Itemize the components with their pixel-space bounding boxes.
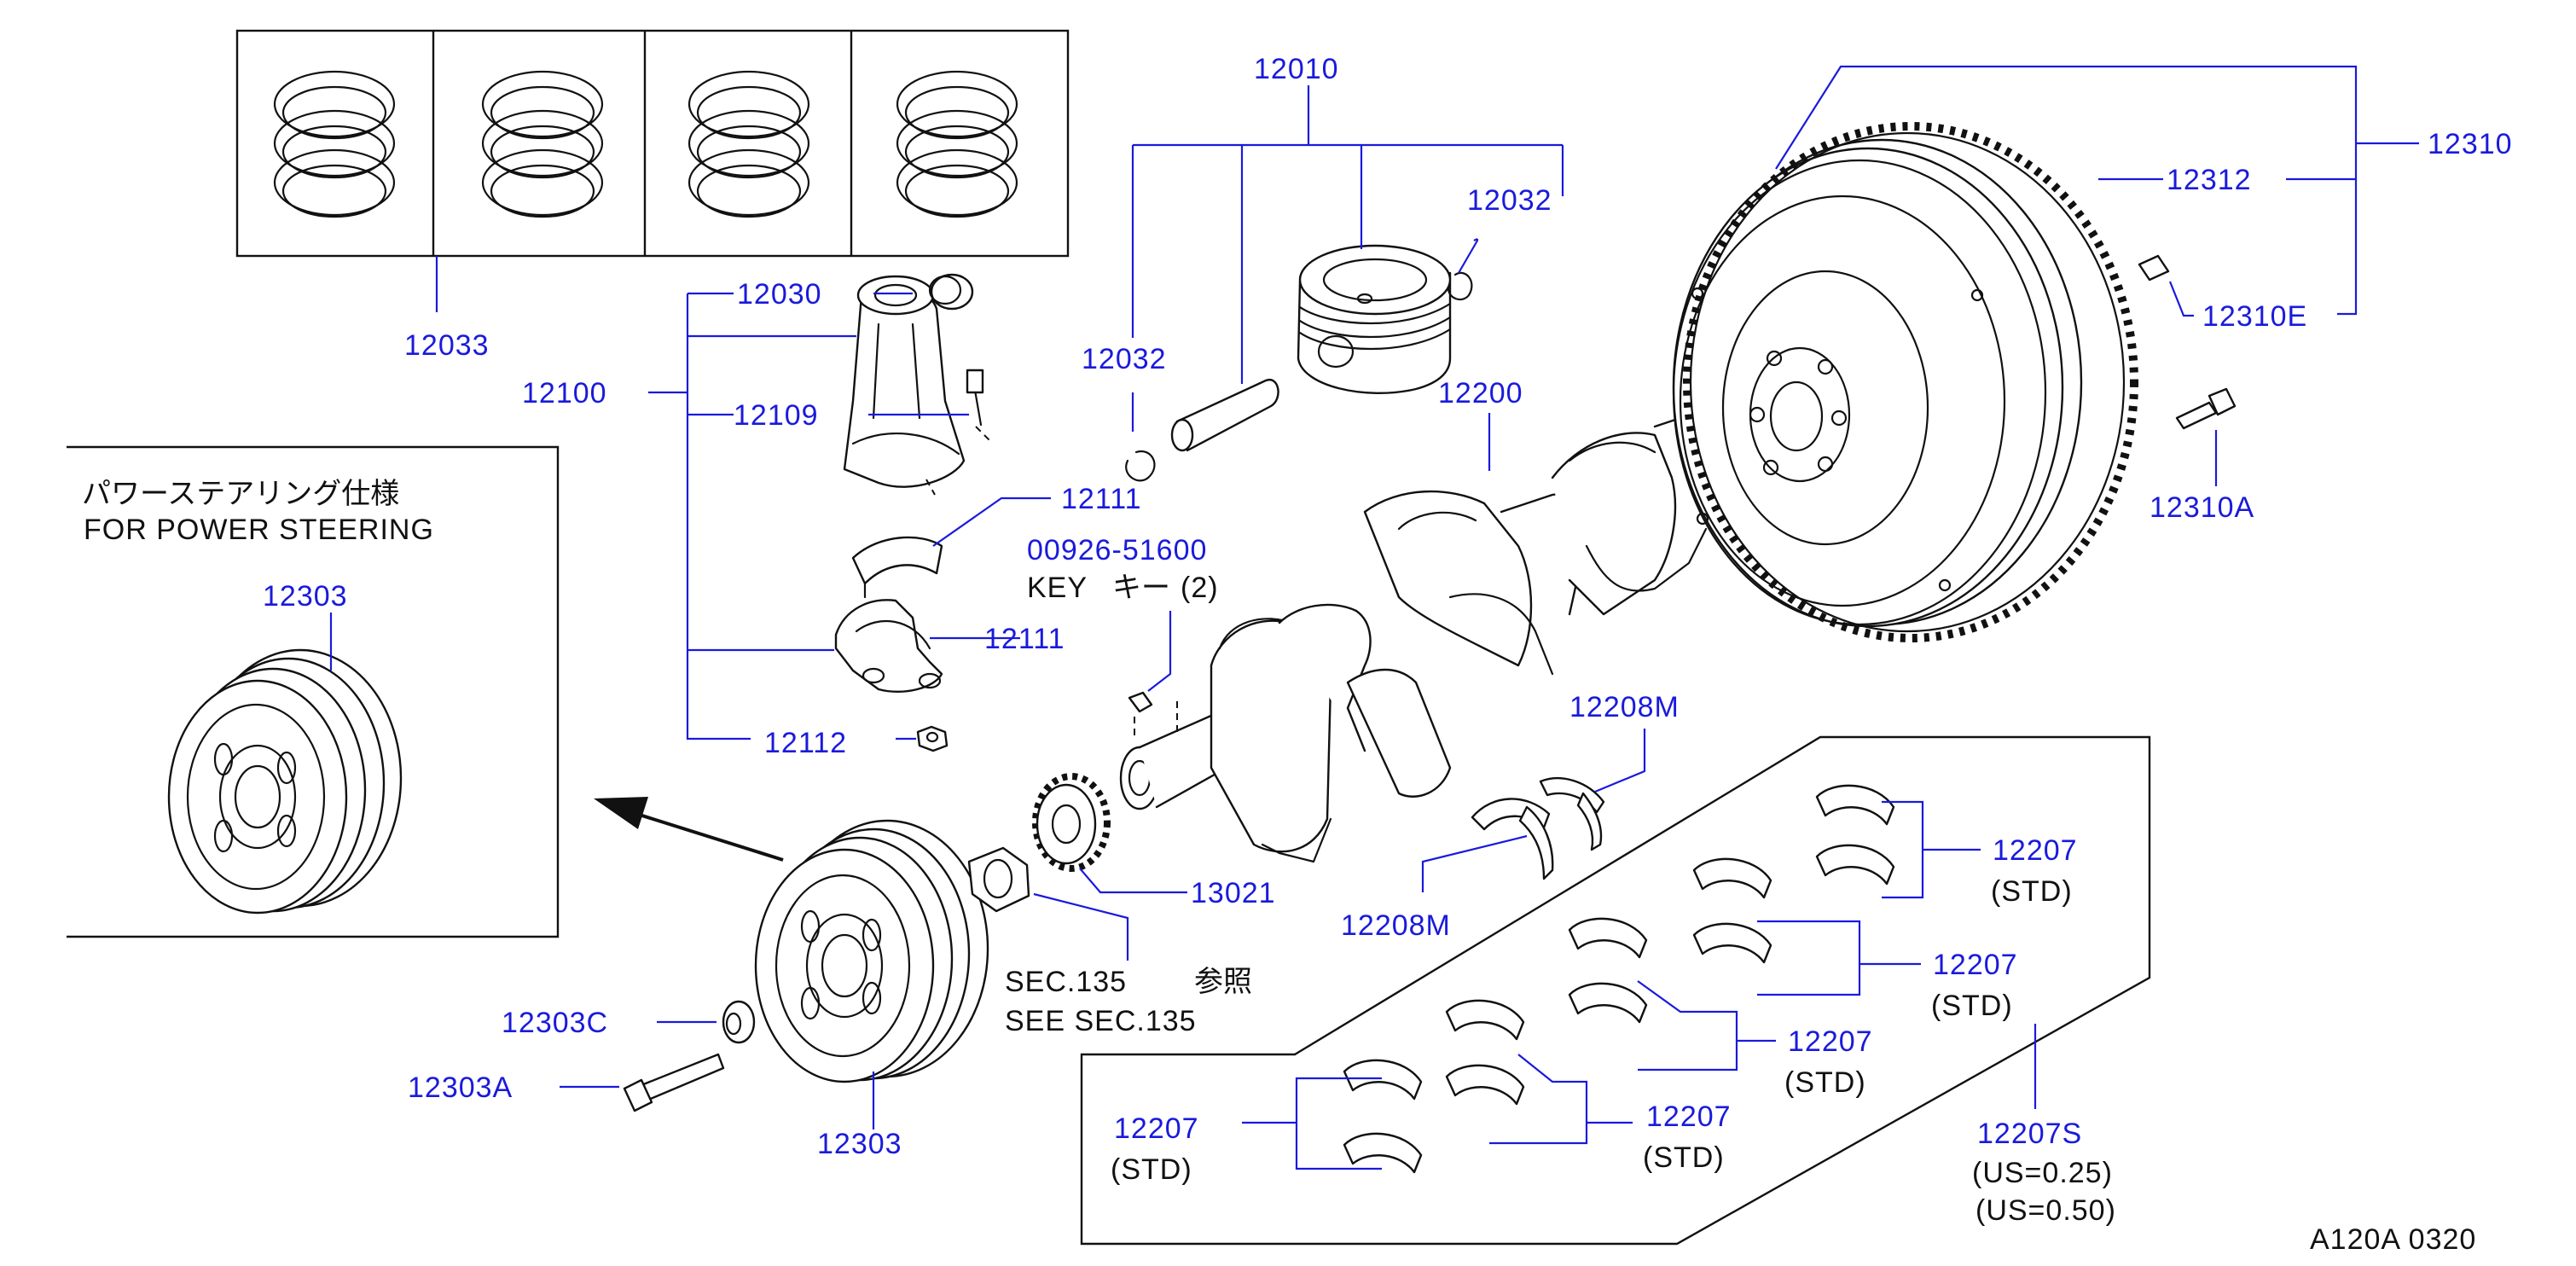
part-12310A-label: 12310A <box>2150 491 2254 524</box>
std-b-note: (STD) <box>1931 990 2013 1022</box>
crank-pulley-inset-illustration <box>167 648 403 915</box>
piston-illustration <box>1297 244 1452 394</box>
part-12200-label: 12200 <box>1438 377 1523 409</box>
part-12208M-top-label: 12208M <box>1569 691 1680 723</box>
woodruff-key-illustration <box>1128 691 1178 740</box>
part-12208M-bottom-label: 12208M <box>1341 909 1451 942</box>
part-12100-label: 12100 <box>522 377 607 409</box>
snap-ring-left-illustration <box>1125 450 1156 482</box>
main-bearing-panel <box>1080 735 2151 1246</box>
part-12310-label: 12310 <box>2428 128 2513 160</box>
part-12303A-label: 12303A <box>408 1071 513 1104</box>
part-12303-main-label: 12303 <box>817 1128 902 1160</box>
std-e-note: (STD) <box>1111 1153 1192 1186</box>
crank-pulley-illustration <box>754 819 989 1083</box>
conrod-leaders <box>435 256 1051 740</box>
part-12111-top-label: 12111 <box>1061 483 1142 515</box>
pulley-bolt-illustration <box>623 1053 725 1112</box>
part-12010-label: 12010 <box>1254 53 1339 85</box>
diagram-code: A120A 0320 <box>2310 1223 2476 1256</box>
std-a-note: (STD) <box>1991 875 2073 908</box>
part-12303-inset-label: 12303 <box>263 580 348 613</box>
inset-reference-arrow <box>594 797 784 862</box>
flywheel-leaders <box>1775 65 2419 486</box>
conrod-bearing-upper-illustration <box>851 536 943 599</box>
part-12032-left-label: 12032 <box>1082 343 1167 375</box>
key-quantity: (2) <box>1181 572 1219 604</box>
oil-pump-spacer-illustration <box>967 846 1030 913</box>
dowel-pin-illustration <box>2138 254 2170 282</box>
flywheel-bolt-illustration <box>2175 387 2237 430</box>
part-12207-d-label: 12207 <box>1646 1100 1732 1133</box>
pulley-washer-illustration <box>722 1000 756 1044</box>
part-12111-bottom-label: 12111 <box>984 623 1065 655</box>
part-12207-e-label: 12207 <box>1114 1112 1199 1145</box>
sec-135-note-jp: 参照 <box>1194 965 1252 999</box>
power-steering-note: FOR POWER STEERING <box>84 514 434 546</box>
part-12112-label: 12112 <box>764 727 847 759</box>
part-12207-c-label: 12207 <box>1788 1025 1873 1058</box>
part-00926-51600-label: 00926-51600 <box>1027 534 1207 566</box>
main-bearing-leaders <box>1242 800 2037 1170</box>
conrod-cap-illustration <box>834 599 943 693</box>
key-note-jp: キー <box>1112 571 1170 605</box>
thrust-washer-illustration <box>1471 777 1605 880</box>
thrust-washer-leaders <box>1421 729 1646 892</box>
part-12032-right-label: 12032 <box>1467 184 1552 217</box>
part-12303C-label: 12303C <box>502 1007 608 1039</box>
flywheel-illustration <box>1672 122 2138 642</box>
us-025-note: (US=0.25) <box>1972 1157 2113 1189</box>
power-steering-inset <box>67 445 560 938</box>
pulley-leaders <box>560 868 1187 1130</box>
connecting-rod-illustration <box>843 273 990 496</box>
part-12030-label: 12030 <box>737 278 822 311</box>
part-13021-label: 13021 <box>1191 877 1276 909</box>
us-050-note: (US=0.50) <box>1976 1194 2116 1227</box>
std-d-note: (STD) <box>1643 1141 1725 1174</box>
part-12207S-label: 12207S <box>1977 1118 2082 1150</box>
piston-pin-illustration <box>1170 379 1279 452</box>
snap-ring-right-illustration <box>1447 271 1473 301</box>
part-12207-b-label: 12207 <box>1933 949 2018 981</box>
power-steering-note-jp: パワーステアリング仕様 <box>82 477 399 511</box>
see-sec-135-note: SEE SEC.135 <box>1005 1005 1197 1037</box>
crankshaft-leaders <box>1147 413 1491 692</box>
part-12033-label: 12033 <box>404 329 490 362</box>
std-c-note: (STD) <box>1784 1066 1866 1099</box>
conrod-nut-illustration <box>916 725 949 752</box>
sec-135-note: SEC.135 <box>1005 966 1127 998</box>
part-12310E-label: 12310E <box>2202 300 2307 333</box>
piston-ring-set-illustration <box>235 29 1070 258</box>
crank-sprocket-illustration <box>1032 773 1111 872</box>
part-12312-label: 12312 <box>2167 164 2252 196</box>
main-bearing-illustration <box>1343 784 1895 1174</box>
part-12207-a-label: 12207 <box>1993 834 2078 867</box>
key-note: KEY <box>1027 572 1088 604</box>
part-12109-label: 12109 <box>734 399 819 432</box>
piston-leaders <box>1131 85 1564 432</box>
